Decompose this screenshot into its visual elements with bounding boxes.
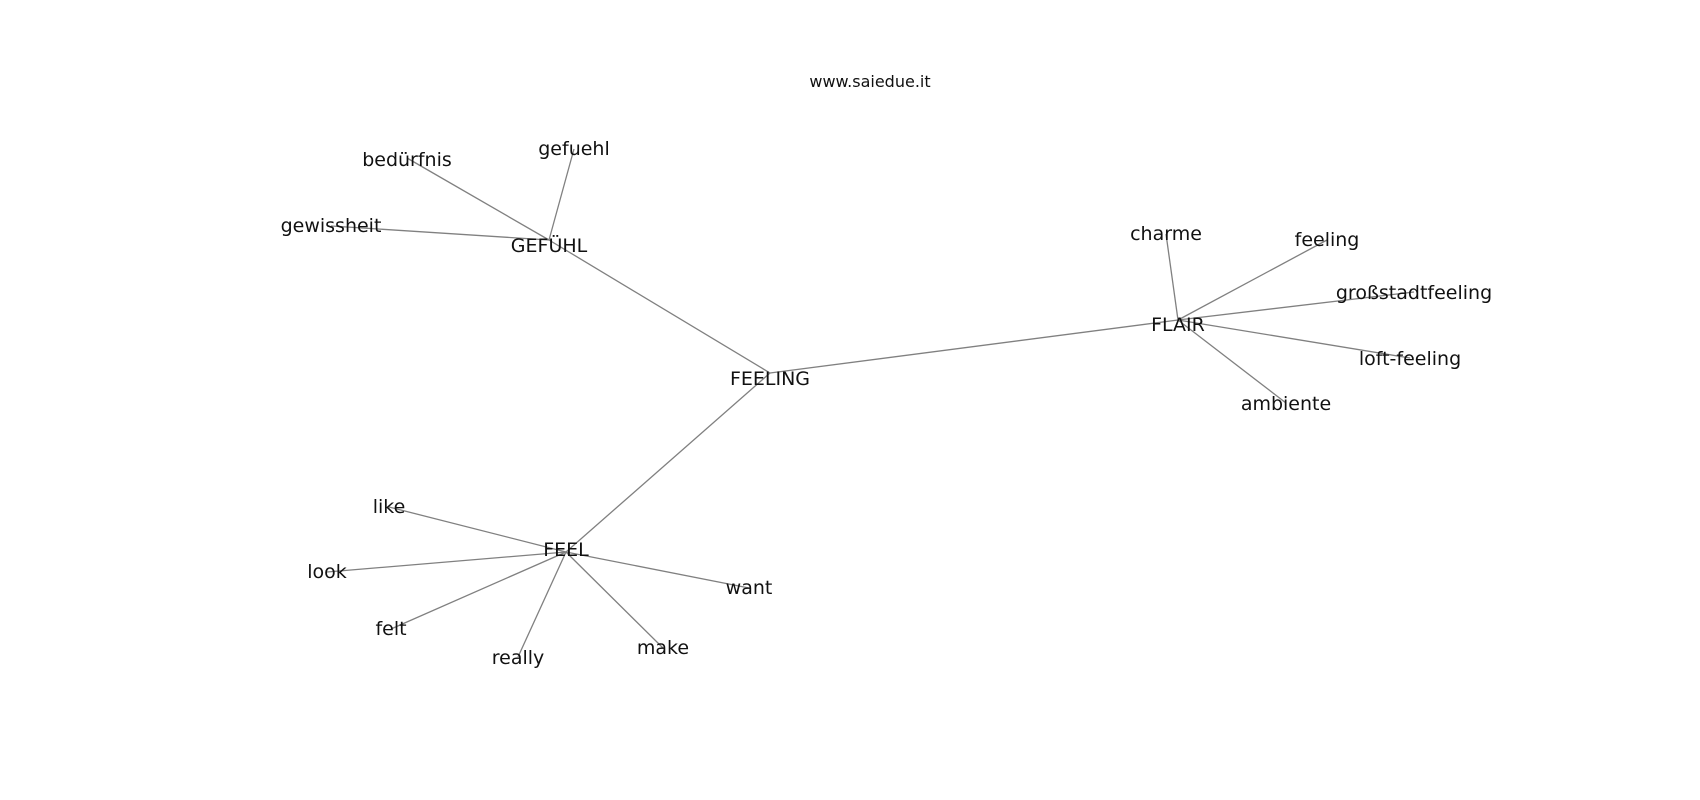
edge-layer xyxy=(326,148,1415,658)
node-feeling-root: FEELING xyxy=(730,368,810,390)
edge-feel-hub-look xyxy=(326,551,567,573)
edge-flair-hub-ambiente xyxy=(1177,319,1287,404)
edge-feeling-root-flair-hub xyxy=(769,319,1179,374)
edge-feel-hub-make xyxy=(565,551,664,649)
node-felt: felt xyxy=(375,618,406,640)
edge-flair-hub-feeling xyxy=(1177,239,1328,321)
edge-feel-hub-felt xyxy=(390,551,567,630)
source-url: www.saiedue.it xyxy=(809,72,930,91)
node-beduerfnis: bedürfnis xyxy=(362,149,452,171)
node-charme: charme xyxy=(1130,223,1202,245)
edge-feeling-root-gefuehl-hub xyxy=(548,239,771,374)
edge-feel-hub-want xyxy=(565,551,750,589)
label-layer: FEELING GEFÜHL FLAIR FEEL bedürfnis gefu… xyxy=(281,138,1493,669)
edge-feel-hub-really xyxy=(517,551,567,658)
node-look: look xyxy=(307,561,347,583)
edge-feel-hub-like xyxy=(388,506,567,553)
node-like: like xyxy=(373,496,406,518)
node-grossstadtfeeling: großstadtfeeling xyxy=(1336,282,1492,304)
node-gewissheit: gewissheit xyxy=(281,215,382,237)
node-gefuehl: gefuehl xyxy=(538,138,610,160)
node-make: make xyxy=(637,637,689,659)
node-loft-feeling: loft-feeling xyxy=(1359,348,1461,370)
node-ambiente: ambiente xyxy=(1241,393,1331,415)
edge-gefuehl-hub-gefuehl xyxy=(548,148,575,241)
node-flair-hub: FLAIR xyxy=(1151,314,1205,336)
edge-flair-hub-grossstadtfeeling xyxy=(1177,291,1415,321)
edge-flair-hub-loft-feeling xyxy=(1177,319,1411,359)
node-feeling: feeling xyxy=(1295,229,1360,251)
edge-feeling-root-feel-hub xyxy=(565,372,771,553)
edge-gefuehl-hub-gewissheit xyxy=(330,225,550,241)
edge-flair-hub-charme xyxy=(1165,233,1179,321)
node-feel-hub: FEEL xyxy=(543,539,589,561)
node-gefuehl-hub: GEFÜHL xyxy=(511,234,588,257)
edge-gefuehl-hub-beduerfnis xyxy=(406,157,550,241)
node-want: want xyxy=(726,577,773,599)
node-really: really xyxy=(492,647,545,669)
